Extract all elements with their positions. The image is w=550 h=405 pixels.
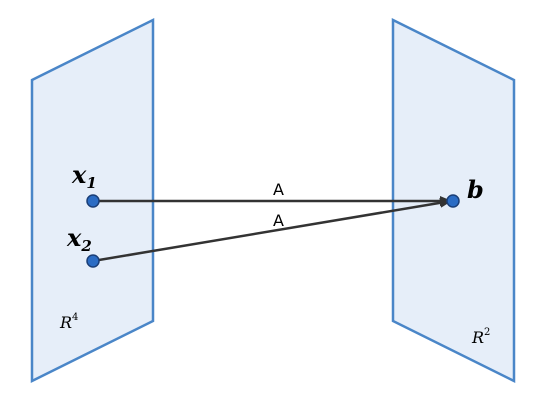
mapping-arrow-x2 <box>92 197 452 263</box>
point-x2-label: x2 <box>66 223 92 255</box>
mapping-label-2: A <box>273 211 284 230</box>
point-x2 <box>86 254 100 268</box>
mapping-label-1: A <box>273 180 284 199</box>
point-x1 <box>86 194 100 208</box>
point-x1-label: x1 <box>71 160 97 192</box>
point-b <box>446 194 460 208</box>
left-space-label: R4 <box>59 312 78 332</box>
right-space-label: R2 <box>471 327 490 347</box>
point-b-label: b <box>467 175 484 204</box>
